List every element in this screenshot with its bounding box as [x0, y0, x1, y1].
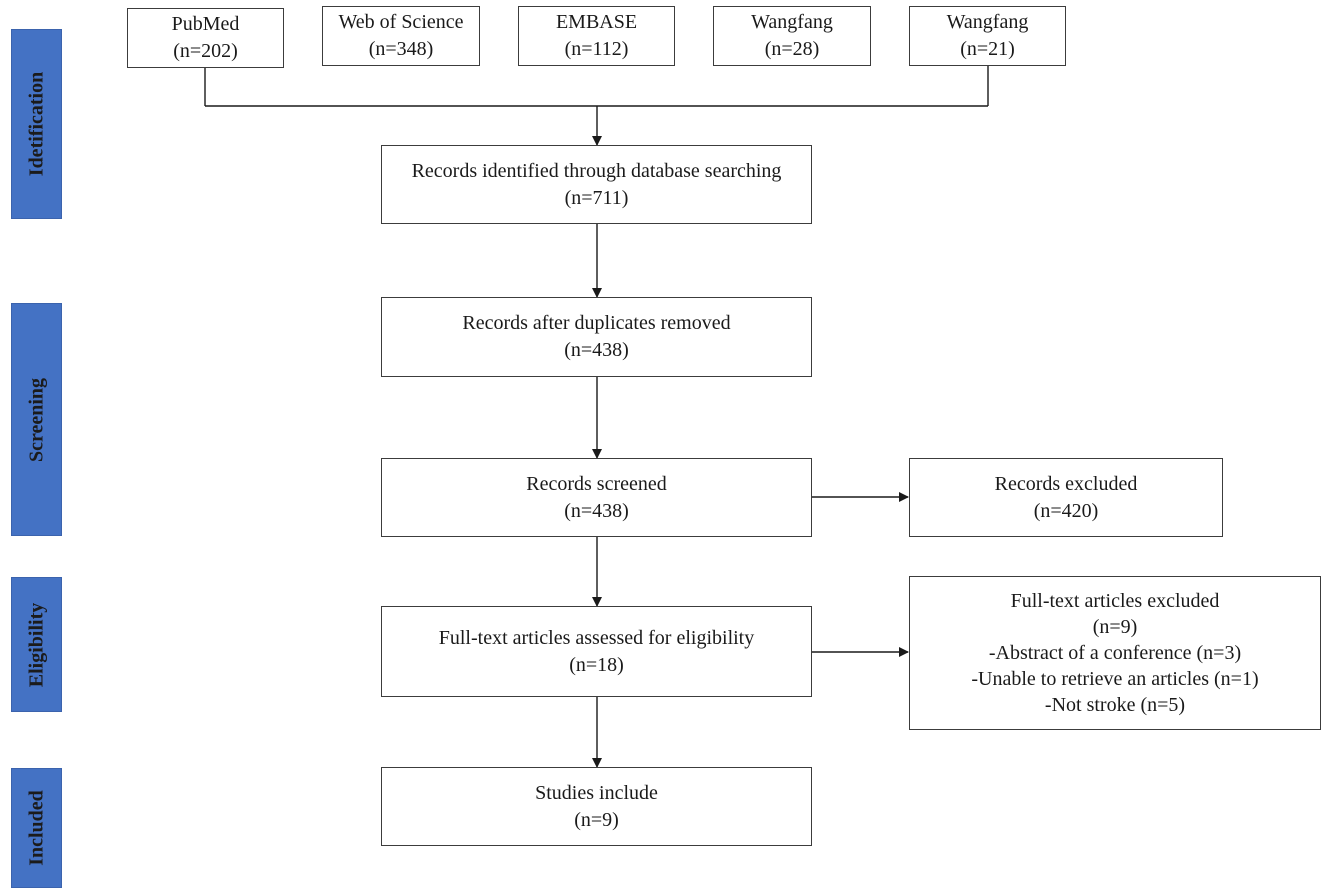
phase-identification-label: Idetification [25, 71, 47, 177]
included-count: (n=9) [574, 808, 619, 831]
included-box: Studies include (n=9) [381, 767, 812, 846]
source-count: (n=348) [368, 38, 434, 60]
phase-included-label: Included [25, 790, 47, 866]
source-box-pubmed: PubMed (n=202) [127, 8, 284, 68]
fulltext-label: Full-text articles assessed for eligibil… [438, 626, 755, 649]
records-excluded-box: Records excluded (n=420) [909, 458, 1223, 537]
screened-label: Records screened [526, 472, 667, 495]
fulltext-count: (n=18) [569, 653, 624, 676]
deduplicated-box: Records after duplicates removed (n=438) [381, 297, 812, 377]
phase-eligibility: Eligibility [11, 577, 62, 712]
identified-box: Records identified through database sear… [381, 145, 812, 224]
source-name: PubMed [171, 13, 240, 35]
exclusion-reason: -Unable to retrieve an articles (n=1) [971, 668, 1259, 690]
deduplicated-label: Records after duplicates removed [462, 312, 731, 334]
source-count: (n=112) [564, 38, 629, 60]
deduplicated-count: (n=438) [564, 339, 629, 361]
records-excluded-label: Records excluded [994, 472, 1138, 495]
source-name: EMBASE [555, 11, 638, 33]
source-count: (n=28) [764, 38, 820, 60]
source-count: (n=202) [173, 40, 238, 62]
fulltext-box: Full-text articles assessed for eligibil… [381, 606, 812, 697]
fulltext-excluded-count: (n=9) [1092, 616, 1138, 638]
phase-identification: Idetification [11, 29, 62, 219]
phase-screening: Screening [11, 303, 62, 536]
fulltext-excluded-box: Full-text articles excluded (n=9) -Abstr… [909, 576, 1321, 730]
phase-included: Included [11, 768, 62, 888]
source-box-wangfang-21: Wangfang (n=21) [909, 6, 1066, 66]
source-count: (n=21) [960, 38, 1015, 60]
exclusion-reason: -Not stroke (n=5) [1044, 694, 1186, 716]
included-label: Studies include [535, 781, 658, 804]
source-box-wangfang-28: Wangfang (n=28) [713, 6, 871, 66]
screened-box: Records screened (n=438) [381, 458, 812, 537]
exclusion-reason: -Abstract of a conference (n=3) [988, 642, 1242, 664]
source-name: Web of Science [338, 11, 464, 33]
screened-count: (n=438) [564, 499, 629, 522]
fulltext-excluded-label: Full-text articles excluded [1010, 590, 1220, 612]
source-name: Wangfang [751, 11, 833, 33]
source-box-embase: EMBASE (n=112) [518, 6, 675, 66]
identified-count: (n=711) [564, 186, 629, 209]
phase-eligibility-label: Eligibility [25, 602, 47, 687]
source-box-web-of-science: Web of Science (n=348) [322, 6, 480, 66]
source-name: Wangfang [946, 11, 1029, 33]
identified-label: Records identified through database sear… [411, 159, 782, 182]
records-excluded-count: (n=420) [1033, 499, 1099, 522]
phase-screening-label: Screening [25, 377, 47, 462]
